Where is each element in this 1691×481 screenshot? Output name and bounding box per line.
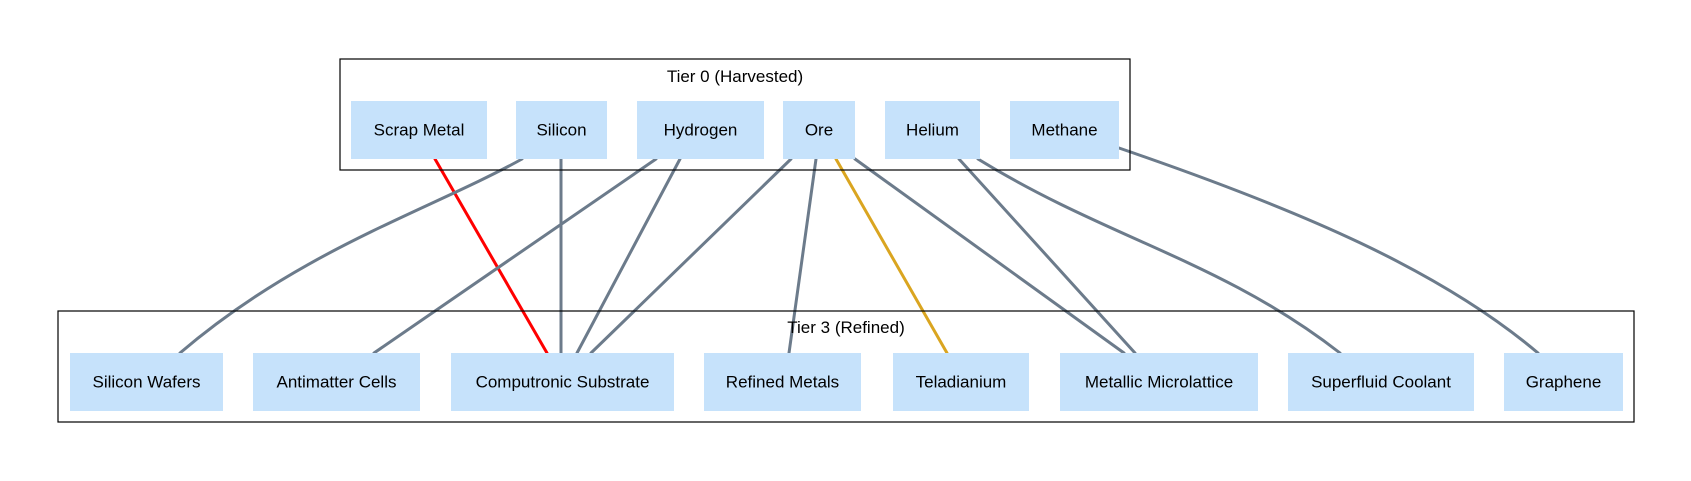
cluster-tier3: Tier 3 (Refined)	[57, 310, 1635, 423]
node-scrap-metal-label: Scrap Metal	[374, 120, 465, 139]
node-ore-box	[783, 101, 855, 159]
node-metallic-microlattice-label: Metallic Microlattice	[1085, 372, 1233, 391]
nodes-layer: Scrap Metal Silicon Hydrogen Ore Helium Metha…	[70, 101, 1623, 411]
edge-helium-to-metallic-microlattice	[957, 157, 1137, 355]
node-methane-box	[1010, 101, 1119, 159]
node-methane-label: Methane	[1031, 120, 1097, 139]
cluster-tier0-label: Tier 0 (Harvested)	[667, 67, 803, 86]
edge-hydrogen-to-computronic-substrate	[575, 157, 682, 355]
node-methane[interactable]: Methane	[1010, 101, 1119, 159]
node-hydrogen[interactable]: Hydrogen	[637, 101, 764, 159]
node-antimatter-cells-label: Antimatter Cells	[277, 372, 397, 391]
node-hydrogen-label: Hydrogen	[664, 120, 738, 139]
node-scrap-metal-box	[351, 101, 487, 159]
cluster-tier0-border	[339, 58, 1131, 171]
node-refined-metals[interactable]: Refined Metals	[704, 353, 861, 411]
edge-methane-to-graphene	[1117, 146, 1540, 355]
node-computronic-substrate-box	[451, 353, 674, 411]
node-teladianium[interactable]: Teladianium	[893, 353, 1029, 411]
node-superfluid-coolant-box	[1288, 353, 1474, 411]
node-scrap-metal[interactable]: Scrap Metal	[351, 101, 487, 159]
node-graphene[interactable]: Graphene	[1504, 353, 1623, 411]
node-refined-metals-box	[704, 353, 861, 411]
edge-ore-to-metallic-microlattice	[853, 157, 1126, 355]
node-helium-label: Helium	[906, 120, 959, 139]
node-computronic-substrate-label: Computronic Substrate	[476, 372, 650, 391]
node-ore[interactable]: Ore	[783, 101, 855, 159]
cluster-tier3-label: Tier 3 (Refined)	[787, 318, 904, 337]
node-superfluid-coolant[interactable]: Superfluid Coolant	[1288, 353, 1474, 411]
edge-ore-to-teladianium	[834, 157, 949, 355]
edge-hydrogen-to-antimatter-cells	[372, 157, 658, 355]
edge-ore-to-refined-metals	[787, 157, 818, 355]
node-graphene-label: Graphene	[1526, 372, 1602, 391]
edge-silicon-to-silicon-wafers	[178, 157, 524, 355]
node-antimatter-cells-box	[253, 353, 420, 411]
node-hydrogen-box	[637, 101, 764, 159]
cluster-tier3-border	[57, 310, 1635, 423]
node-refined-metals-label: Refined Metals	[726, 372, 839, 391]
node-computronic-substrate[interactable]: Computronic Substrate	[451, 353, 674, 411]
cluster-tier0: Tier 0 (Harvested)	[339, 58, 1131, 171]
node-silicon-box	[516, 101, 607, 159]
node-teladianium-label: Teladianium	[916, 372, 1007, 391]
node-graphene-box	[1504, 353, 1623, 411]
node-silicon-wafers-label: Silicon Wafers	[92, 372, 200, 391]
node-helium-box	[885, 101, 980, 159]
edges-layer	[178, 146, 1540, 355]
edge-helium-to-superfluid-coolant	[976, 157, 1342, 355]
node-silicon-wafers[interactable]: Silicon Wafers	[70, 353, 223, 411]
node-ore-label: Ore	[805, 120, 833, 139]
node-teladianium-box	[893, 353, 1029, 411]
edge-scrap-metal-to-computronic-substrate	[433, 157, 549, 355]
edge-ore-to-computronic-substrate	[589, 157, 793, 355]
node-metallic-microlattice-box	[1060, 353, 1258, 411]
node-helium[interactable]: Helium	[885, 101, 980, 159]
node-metallic-microlattice[interactable]: Metallic Microlattice	[1060, 353, 1258, 411]
node-superfluid-coolant-label: Superfluid Coolant	[1311, 372, 1451, 391]
node-silicon-wafers-box	[70, 353, 223, 411]
node-antimatter-cells[interactable]: Antimatter Cells	[253, 353, 420, 411]
node-silicon[interactable]: Silicon	[516, 101, 607, 159]
node-silicon-label: Silicon	[536, 120, 586, 139]
